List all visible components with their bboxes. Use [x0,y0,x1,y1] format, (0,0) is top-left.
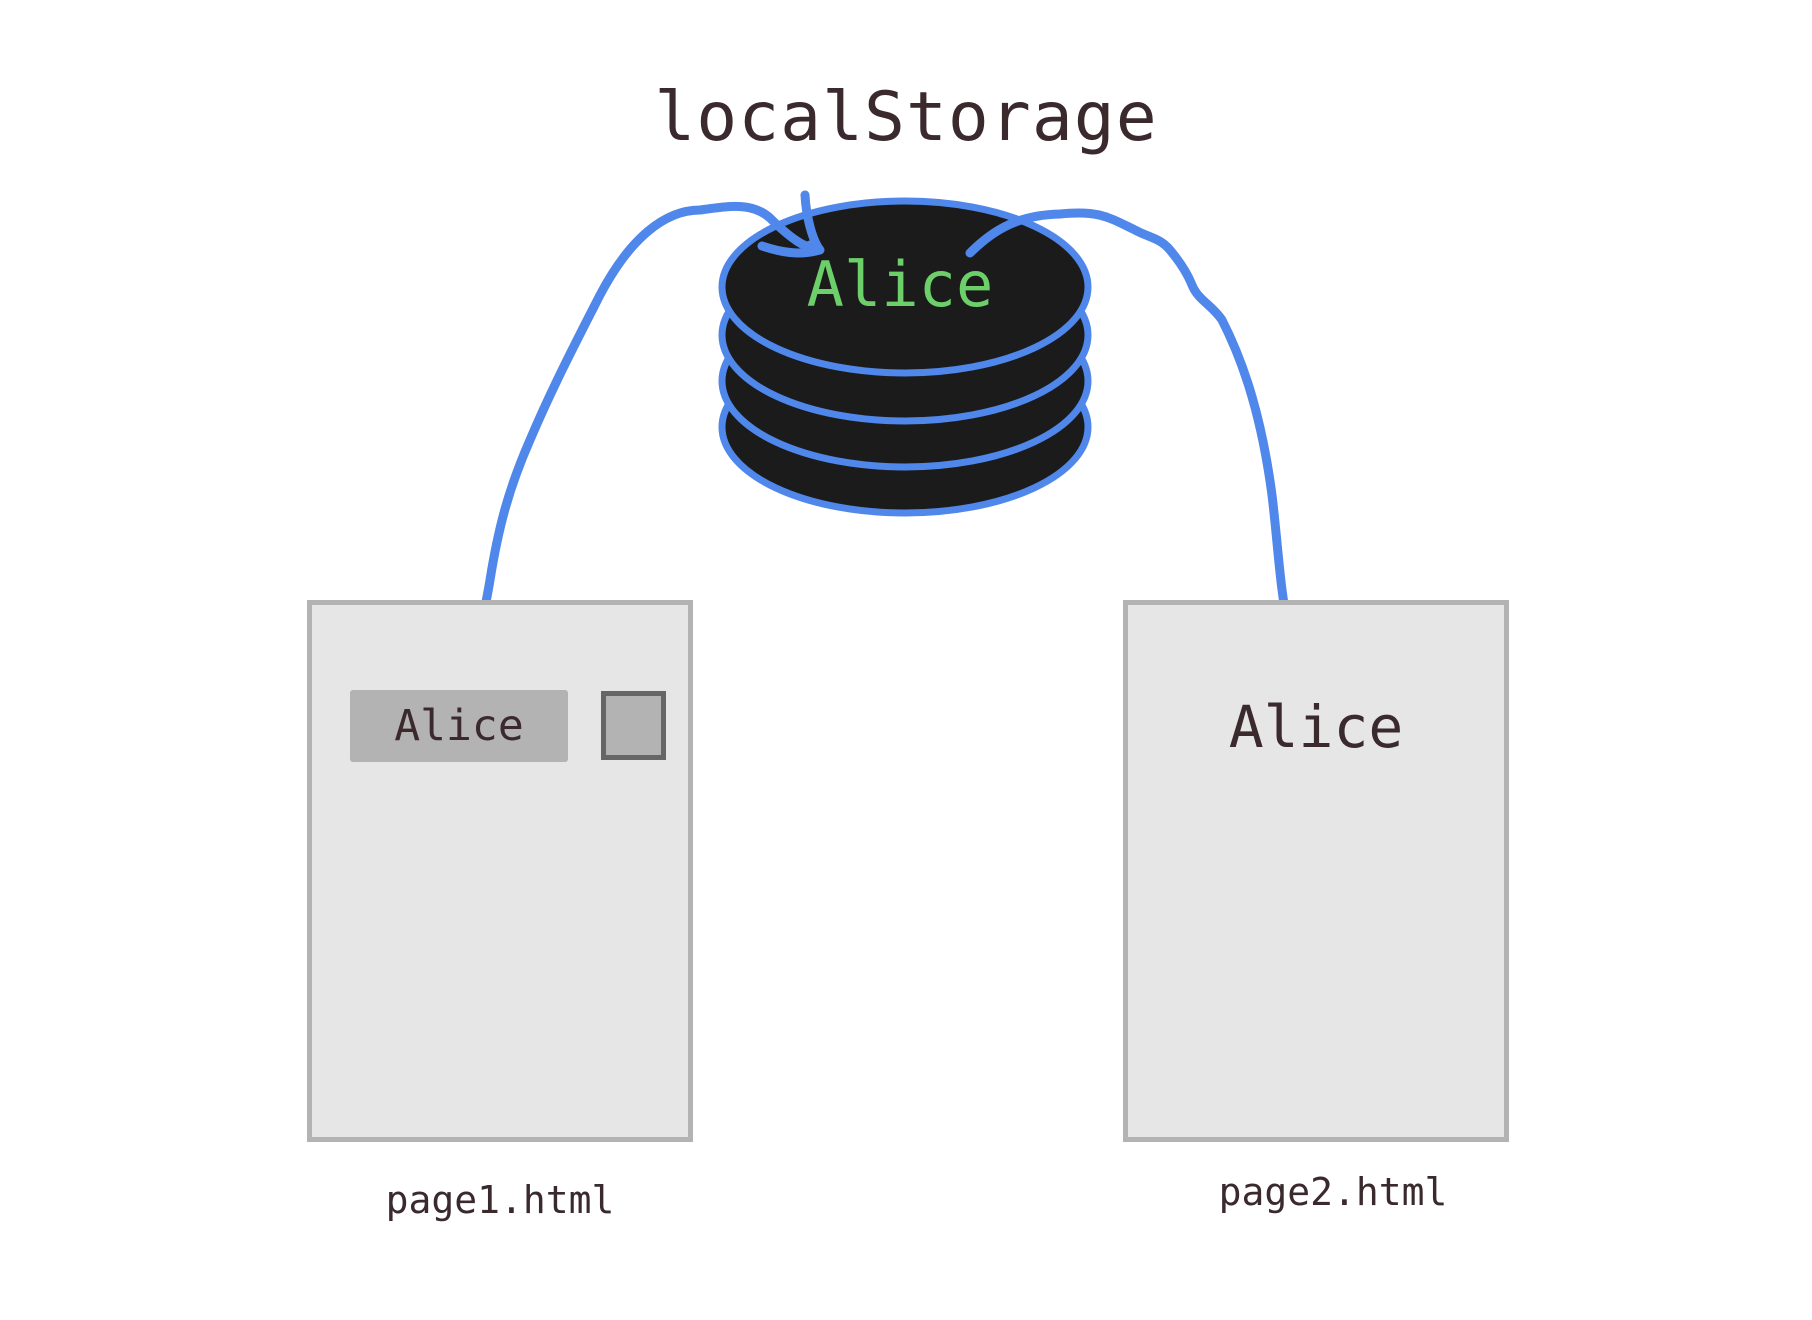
page2-displayed-value: Alice [1228,693,1404,761]
page2-window: Alice [1123,600,1509,1142]
page1-window: Alice [307,600,693,1142]
write-arrow-line [472,201,815,655]
write-arrow-head [757,190,825,258]
page1-caption: page1.html [385,1178,615,1222]
read-arrow-line [965,208,1295,685]
storage-title: localStorage [654,78,1158,157]
name-input[interactable]: Alice [350,690,568,762]
write-arrow [472,190,825,655]
save-checkbox[interactable] [601,691,666,760]
stored-value-label: Alice [807,248,994,321]
page2-caption: page2.html [1218,1170,1448,1214]
